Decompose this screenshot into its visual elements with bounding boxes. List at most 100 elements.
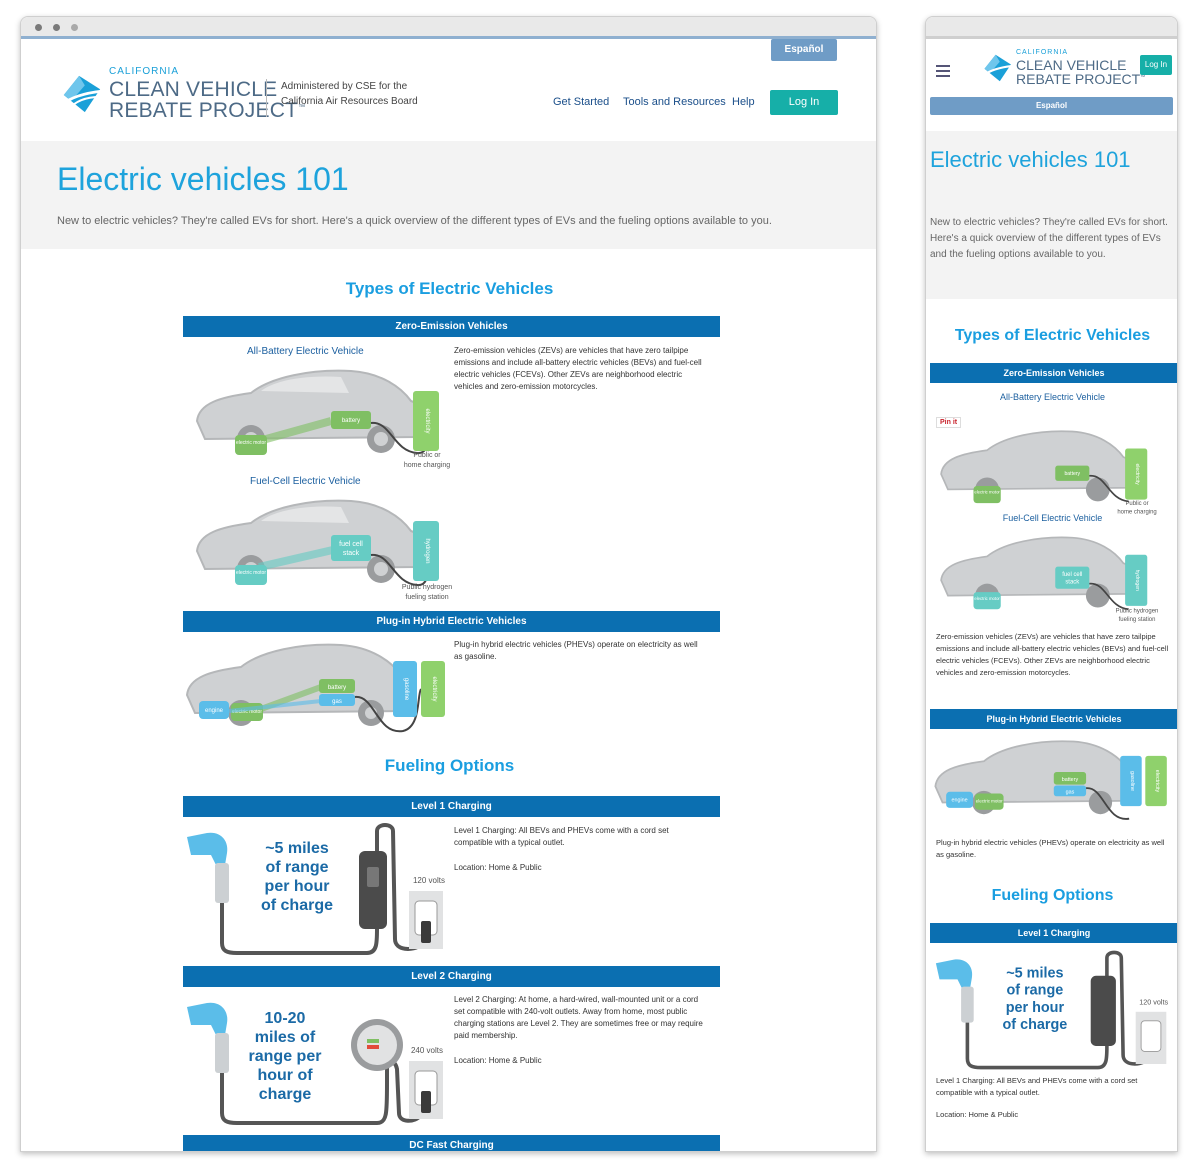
mobile-phev-bar: Plug-in Hybrid Electric Vehicles <box>930 709 1177 729</box>
stack-label: stack <box>1065 580 1079 586</box>
mobile-phev-diagram: engine electric motor battery gas gasoli… <box>934 740 1167 820</box>
window-close-dot[interactable] <box>35 24 42 31</box>
hydrogen-label: hydrogen <box>1134 570 1140 591</box>
mobile-fcev-diagram: fuel cell stack electric motor hydrogen … <box>940 536 1159 623</box>
logo-tm: ™ <box>1140 74 1146 81</box>
administered-line2: California Air Resources Board <box>281 96 418 107</box>
electricity-label: electricity <box>431 676 437 701</box>
mobile-chrome <box>926 17 1177 39</box>
mobile-zev-description: Zero-emission vehicles (ZEVs) are vehicl… <box>936 632 1169 677</box>
engine-label: engine <box>205 708 224 714</box>
hamburger-menu-icon[interactable] <box>936 65 950 77</box>
car-silhouette <box>195 499 426 583</box>
level1-description: Level 1 Charging: All BEVs and PHEVs com… <box>454 826 669 847</box>
electricity-charger <box>413 391 439 451</box>
window-maximize-dot[interactable] <box>71 24 78 31</box>
gasoline-pump <box>393 661 417 717</box>
level1-volts: 120 volts <box>413 876 445 885</box>
level1-bar: Level 1 Charging <box>183 796 720 817</box>
nav-get-started[interactable]: Get Started <box>553 96 610 108</box>
motor-label: electric motor <box>236 440 266 446</box>
mobile-hero: Electric vehicles 101 New to electric ve… <box>926 131 1177 299</box>
electricity-label: electricity <box>1134 463 1140 485</box>
mobile-bev-label: All-Battery Electric Vehicle <box>999 392 1106 402</box>
motor-label: electric motor <box>976 799 1003 804</box>
logo-icon <box>982 54 1013 81</box>
mobile-level1-location: Location: Home & Public <box>936 1110 1019 1119</box>
logo-line2: REBATE PROJECT <box>1016 71 1141 87</box>
window-minimize-dot[interactable] <box>53 24 60 31</box>
level1-volts: 120 volts <box>1139 998 1168 1007</box>
gasoline-label: gasoline <box>1129 771 1135 791</box>
administered-line1: Administered by CSE for the <box>281 81 408 92</box>
fueling-section-title: Fueling Options <box>384 756 515 775</box>
gas-label: gas <box>1066 790 1075 796</box>
hydrogen-pump <box>413 521 439 581</box>
fueling-station-label: fueling station <box>405 594 448 601</box>
electricity-label: electricity <box>424 408 430 433</box>
mobile-espanol-button[interactable]: Español <box>930 97 1173 115</box>
engine-block <box>199 701 229 719</box>
level1-big-line4: of charge <box>261 897 333 914</box>
battery-label: battery <box>1064 471 1080 477</box>
public-home-label: Public or <box>1125 501 1148 507</box>
level2-big-line4: hour of <box>257 1067 313 1084</box>
battery-label: battery <box>342 418 360 424</box>
zev-bar: Zero-Emission Vehicles <box>183 316 720 337</box>
home-charging-label: home charging <box>404 462 450 469</box>
level1-big-line1: ~5 miles <box>265 840 329 857</box>
mobile-browser-window: CALIFORNIA CLEAN VEHICLE REBATE PROJECT™… <box>925 16 1178 1152</box>
mobile-level1-description: Level 1 Charging: All BEVs and PHEVs com… <box>936 1076 1138 1097</box>
gas-tank-block <box>319 694 355 706</box>
mobile-zev-bar: Zero-Emission Vehicles <box>930 363 1177 383</box>
site-logo[interactable]: CALIFORNIA CLEAN VEHICLE REBATE PROJECT™ <box>57 67 305 121</box>
hero-section: Electric vehicles 101 New to electric ve… <box>21 141 876 249</box>
motor-block <box>235 435 267 455</box>
login-button[interactable]: Log In <box>770 90 838 115</box>
hydrogen-label: hydrogen <box>424 538 430 563</box>
mobile-level1-bar: Level 1 Charging <box>930 923 1177 943</box>
level2-location: Location: Home & Public <box>454 1056 542 1065</box>
nav-tools-and-resources[interactable]: Tools and Resources <box>623 96 726 108</box>
mobile-level1-diagram: 120 volts ~5 miles of range per hour of … <box>935 950 1168 1070</box>
mobile-login-button[interactable]: Log In <box>1140 55 1172 75</box>
electricity-charger <box>421 661 445 717</box>
motor-block <box>235 565 267 585</box>
administered-note: Administered by CSE for the California A… <box>266 79 418 117</box>
mobile-fcev-label: Fuel-Cell Electric Vehicle <box>1002 513 1103 523</box>
logo-state: CALIFORNIA <box>109 66 180 77</box>
phev-bar: Plug-in Hybrid Electric Vehicles <box>183 611 720 632</box>
level2-big-line5: charge <box>259 1086 312 1103</box>
battery-label: battery <box>328 685 346 691</box>
level1-location: Location: Home & Public <box>454 863 542 872</box>
gasoline-label: gasoline <box>403 678 409 701</box>
mobile-header: CALIFORNIA CLEAN VEHICLE REBATE PROJECT™… <box>926 39 1177 131</box>
level2-diagram: 240 volts 10-20 miles of range per hour … <box>187 1002 443 1125</box>
stack-label: stack <box>343 550 360 557</box>
mobile-site-logo[interactable]: CALIFORNIA CLEAN VEHICLE REBATE PROJECT™ <box>980 49 1145 86</box>
logo-icon <box>60 75 103 113</box>
nav-help[interactable]: Help <box>732 96 755 108</box>
cord-set-box <box>359 851 387 929</box>
level1-big-line3: per hour <box>265 878 330 895</box>
level2-big-line3: range per <box>249 1048 322 1065</box>
motor-label: electric motor <box>974 490 1000 495</box>
mobile-page-title: Electric vehicles 101 <box>930 147 1131 172</box>
logo-line1: CLEAN VEHICLE <box>1016 57 1127 73</box>
espanol-button[interactable]: Español <box>771 39 837 61</box>
dc-fast-bar: DC Fast Charging <box>183 1135 720 1151</box>
level1-big-line1: ~5 miles <box>1006 966 1063 982</box>
level1-diagram: 120 volts ~5 miles of range per hour of … <box>187 823 445 955</box>
battery-block <box>331 411 371 429</box>
level1-big-line2: of range <box>265 859 328 876</box>
public-hydrogen-label: Public hydrogen <box>1116 609 1159 615</box>
mobile-page-lead: New to electric vehicles? They're called… <box>930 217 1168 260</box>
charge-plug-icon <box>935 959 973 991</box>
electricity-label: electricity <box>1154 770 1160 793</box>
zev-description: Zero-emission vehicles (ZEVs) are vehicl… <box>454 346 702 391</box>
home-charging-label: home charging <box>1117 509 1156 515</box>
charge-plug-icon <box>187 1002 228 1037</box>
battery-block <box>319 679 355 693</box>
pinit-button[interactable]: Pin it <box>936 417 962 428</box>
